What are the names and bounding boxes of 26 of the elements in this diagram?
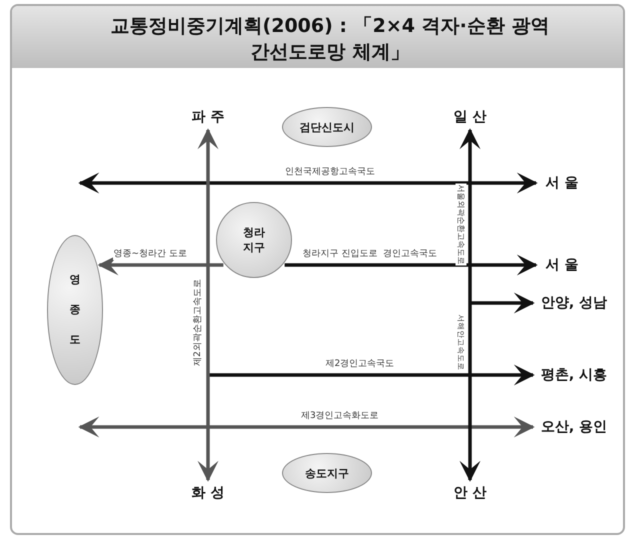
road-arrow (78, 416, 535, 438)
road-arrow (208, 364, 535, 386)
road-label: 영종~청라간 도로 (112, 248, 188, 260)
road-label: 청라지구 진입도로 (302, 248, 378, 260)
road-arrow (198, 128, 218, 482)
road-label: 인천국제공항고속국도 (284, 166, 376, 178)
road-arrow (470, 292, 535, 314)
place-name: 일 산 (450, 106, 490, 128)
road-arrow (98, 254, 224, 276)
road-arrow (460, 128, 480, 482)
place-name: 파 주 (188, 106, 228, 128)
road-label: 제2외곽순환고속도로 (192, 278, 204, 366)
road-arrow (284, 254, 538, 276)
title: 교통정비중기계획(2006) : 「2×4 격자·순환 광역간선도로망 체계」 (110, 14, 550, 65)
road-label: 제2경인고속국도 (324, 358, 396, 370)
road-arrow (78, 172, 538, 194)
place-name: 화 성 (188, 482, 228, 504)
place-name: 서 울 (538, 172, 586, 194)
road-label: 서울외곽순환고속도로 (456, 183, 466, 265)
place-name: 서 울 (538, 254, 586, 276)
place-name: 오산, 용인 (535, 416, 613, 438)
place-name: 안양, 성남 (535, 292, 613, 314)
road-label: 제3경인고속화도로 (300, 410, 380, 422)
place-name: 안 산 (450, 482, 490, 504)
place-name: 평촌, 시흥 (535, 364, 613, 386)
road-label: 경인고속국도 (382, 248, 438, 260)
